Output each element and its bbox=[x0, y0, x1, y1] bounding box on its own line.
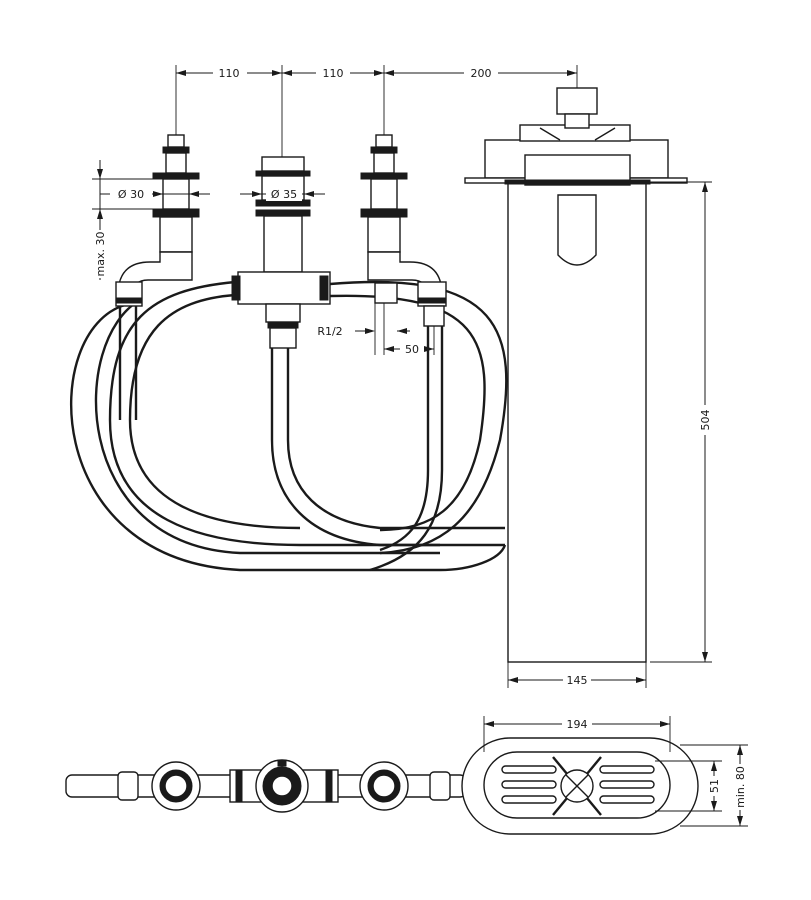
dim-min-depth: min. 80 bbox=[734, 766, 747, 808]
mixer-body bbox=[464, 87, 688, 663]
top-view bbox=[65, 737, 699, 835]
dim-body-width: 145 bbox=[567, 674, 588, 687]
dim-diameter-center: Ø 35 bbox=[271, 188, 297, 201]
dimension-lines bbox=[92, 65, 712, 688]
valve-right bbox=[360, 134, 447, 327]
dim-body-height: 504 bbox=[699, 410, 712, 431]
dim-plate-width: 194 bbox=[567, 718, 588, 731]
thread-fitting bbox=[374, 282, 398, 304]
dimension-labels: 110 110 200 Ø 30 Ø 35 max. 30 R1/2 50 50… bbox=[93, 66, 712, 687]
valve-center bbox=[231, 156, 331, 349]
dim-thread: R1/2 bbox=[317, 325, 342, 338]
dim-diameter-side: Ø 30 bbox=[118, 188, 144, 201]
dim-spacing-right: 110 bbox=[323, 67, 344, 80]
top-view-dimensions: 194 51 min. 80 bbox=[483, 716, 748, 827]
valve-left bbox=[115, 134, 200, 307]
dim-max-thickness: max. 30 bbox=[94, 232, 107, 277]
dim-plate-depth: 51 bbox=[708, 779, 721, 793]
dim-offset: 50 bbox=[405, 343, 419, 356]
dim-spacing-left: 110 bbox=[219, 67, 240, 80]
dim-spacing-body: 200 bbox=[471, 67, 492, 80]
